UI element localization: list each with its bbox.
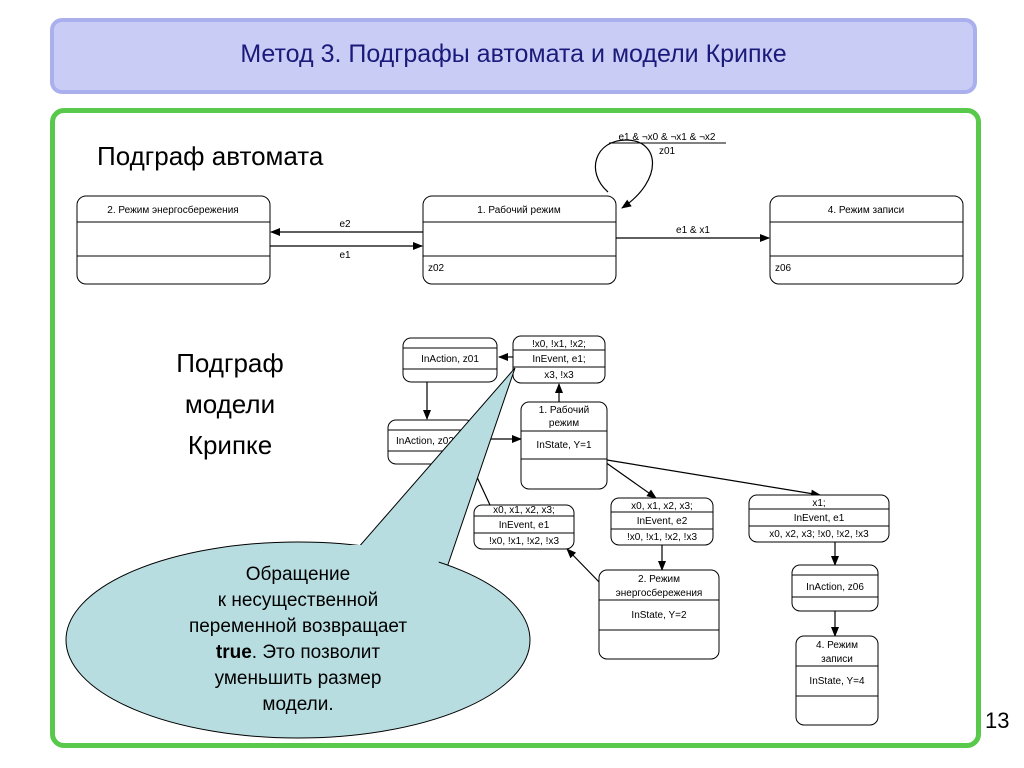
kripke-node-event-mid-left: x0, x1, x2, x3; InEvent, e1 !x0, !x1, !x… — [473, 504, 575, 550]
transition-e1-label: e1 — [339, 250, 351, 261]
kripke-node-event-mid-center-line-3: !x0, !x1, !x2, !x3 — [627, 532, 697, 543]
transition-e1x1-label: e1 & x1 — [676, 225, 710, 236]
callout-line-4: true. Это позволит — [216, 642, 381, 663]
kripke-node-inaction-z01-label: InAction, z01 — [421, 354, 479, 365]
automaton-state-1-name: 1. Рабочий режим — [477, 204, 561, 216]
kripke-node-state-4-line-1: 4. Режим — [816, 640, 858, 651]
automaton-state-2: 2. Режим энергосбережения — [76, 195, 271, 285]
kripke-node-inaction-z01: InAction, z01 — [402, 337, 498, 383]
kripke-node-state-1: 1. Рабочий режим InState, Y=1 — [520, 401, 608, 490]
callout-line-6: модели. — [262, 694, 333, 715]
slide-title: Метод 3. Подграфы автомата и модели Крип… — [240, 40, 787, 68]
self-loop-action: z01 — [659, 146, 676, 157]
kripke-node-state-4-line-3: InState, Y=4 — [809, 676, 865, 687]
title-bar: Метод 3. Подграфы автомата и модели Крип… — [50, 18, 977, 94]
automaton-heading: Подграф автомата — [97, 141, 324, 171]
page-number: 13 — [985, 708, 1010, 733]
automaton-state-4-name: 4. Режим записи — [828, 205, 904, 216]
kripke-node-state-2-line-3: InState, Y=2 — [631, 610, 687, 621]
kripke-node-state-1-line-1: 1. Рабочий — [539, 404, 589, 416]
kripke-node-event-right-line-1: x1; — [812, 498, 825, 509]
kripke-node-event-top-line-3: x3, !x3 — [544, 370, 574, 381]
kripke-node-event-top: !x0, !x1, !x2; InEvent, e1; x3, !x3 — [512, 335, 606, 384]
edge-state2-to-event-left — [566, 548, 603, 586]
kripke-node-event-mid-left-line-1: x0, x1, x2, x3; — [493, 505, 555, 516]
kripke-node-event-top-line-2: InEvent, e1; — [532, 354, 585, 365]
kripke-node-event-right: x1; InEvent, e1 x0, x2, x3; !x0, !x2, !x… — [748, 494, 890, 543]
kripke-node-state-2: 2. Режим энергосбережения InState, Y=2 — [598, 569, 720, 660]
callout-bold-true: true — [216, 642, 252, 663]
kripke-node-inaction-z02-label: InAction, z02 — [396, 436, 454, 447]
kripke-node-event-mid-center-line-1: x0, x1, x2, x3; — [631, 501, 693, 512]
kripke-node-inaction-z06-label: InAction, z06 — [806, 582, 864, 593]
kripke-node-event-mid-left-line-2: InEvent, e1 — [499, 520, 550, 531]
kripke-node-state-2-line-1: 2. Режим — [638, 574, 680, 585]
callout-line-1: Обращение — [246, 564, 350, 585]
kripke-heading-line-3: Крипке — [188, 430, 272, 460]
kripke-node-event-mid-left-line-3: !x0, !x1, !x2, !x3 — [489, 536, 559, 547]
kripke-heading-line-1: Подграф — [176, 348, 284, 378]
callout-line-3: переменной возвращает — [189, 616, 407, 637]
transition-e2-label: e2 — [339, 219, 351, 230]
automaton-state-4-action: z06 — [775, 263, 792, 274]
automaton-state-4: 4. Режим записи z06 — [769, 195, 964, 285]
automaton-state-1-action: z02 — [428, 263, 445, 274]
kripke-node-state-2-line-2: энергосбережения — [616, 587, 703, 599]
edge-state1-to-event-right — [606, 459, 821, 498]
kripke-heading-line-2: модели — [185, 389, 275, 419]
edge-state1-to-event-center — [604, 461, 657, 499]
kripke-node-event-mid-center: x0, x1, x2, x3; InEvent, e2 !x0, !x1, !x… — [610, 497, 714, 546]
kripke-node-inaction-z06: InAction, z06 — [791, 564, 879, 612]
self-loop-arrow — [594, 139, 654, 209]
callout-line-2: к несущественной — [218, 590, 378, 611]
automaton-state-2-name: 2. Режим энергосбережения — [107, 204, 238, 216]
kripke-node-state-4-line-2: записи — [821, 654, 853, 665]
automaton-state-1: 1. Рабочий режим z02 — [422, 195, 617, 285]
callout-line-5: уменьшить размер — [215, 668, 382, 689]
kripke-node-event-mid-center-line-2: InEvent, e2 — [637, 516, 688, 527]
kripke-node-state-4: 4. Режим записи InState, Y=4 — [795, 635, 879, 726]
kripke-node-event-right-line-2: InEvent, e1 — [794, 513, 845, 524]
kripke-node-event-right-line-3: x0, x2, x3; !x0, !x2, !x3 — [769, 529, 869, 540]
callout-line-4-rest: . Это позволит — [252, 642, 381, 663]
kripke-node-state-1-line-3: InState, Y=1 — [536, 440, 592, 451]
callout-bubble: Обращение к несущественной переменной во… — [65, 367, 531, 739]
kripke-node-state-1-line-2: режим — [549, 418, 579, 429]
kripke-node-event-top-line-1: !x0, !x1, !x2; — [532, 339, 586, 350]
self-loop-condition: e1 & ¬x0 & ¬x1 & ¬x2 — [618, 132, 715, 143]
